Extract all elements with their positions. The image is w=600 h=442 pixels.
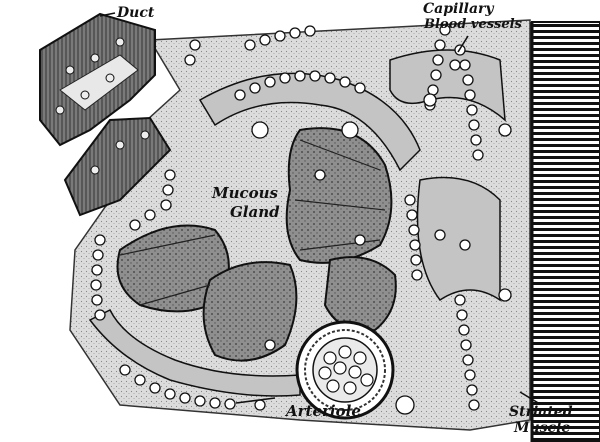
label-pointers [99, 12, 541, 405]
label-arteriole: Arteriole [286, 402, 361, 420]
label-blood-vessels: Blood vessels [424, 17, 522, 32]
duct-lower-segment [63, 116, 172, 217]
secretory-tubules [88, 49, 506, 397]
arteriole [295, 320, 395, 420]
label-duct: Duct [117, 5, 155, 21]
cell-nuclei [184, 39, 512, 415]
duct [39, 12, 156, 147]
label-capillary: Capillary [423, 1, 494, 17]
label-muscle: Muscle [514, 420, 571, 436]
striated-muscle [531, 21, 600, 442]
mucous-gland-acini [116, 127, 397, 362]
label-mucous: Mucous [212, 184, 278, 202]
capillary-chains [90, 24, 484, 411]
label-striated: Striated [509, 404, 573, 420]
label-gland: Gland [230, 203, 280, 221]
